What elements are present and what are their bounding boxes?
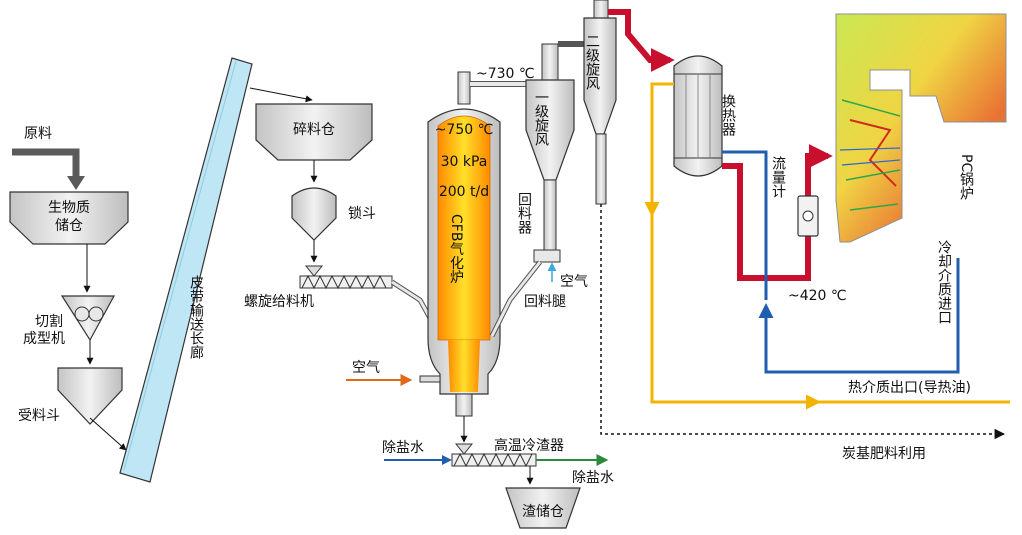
receiving-hopper	[57, 367, 123, 425]
cutting-former	[60, 295, 116, 342]
capacity-label: 200 t/d	[439, 184, 489, 200]
coolant-line	[758, 258, 960, 374]
screw-feeder-label: 螺旋给料机	[244, 294, 314, 310]
secondary-cyclone-label: 二级旋风	[584, 34, 600, 91]
slag-cooler-label: 高温冷渣器	[494, 437, 564, 454]
screw-feeder	[299, 265, 443, 338]
hot-oil-line	[650, 82, 821, 410]
flow-arrow	[249, 87, 313, 103]
biomass-storage-bin	[9, 191, 129, 245]
demin-water-out-label: 除盐水	[572, 470, 614, 486]
demin-water-in-label: 除盐水	[382, 440, 424, 456]
char-output-line	[600, 204, 1006, 440]
slag-bin-label: 渣储仓	[522, 504, 564, 520]
gas-line	[722, 163, 811, 281]
temp-420-label: ~420 ℃	[788, 288, 847, 304]
heat-outlet-label: 热介质出口(导热油)	[848, 380, 971, 396]
crushed-material-bin	[255, 103, 373, 161]
gas-line	[805, 144, 833, 196]
crushed-bin-label: 碎料仓	[293, 122, 335, 138]
raw-material-label: 原料	[24, 126, 52, 142]
pc-boiler-label: PC锅炉	[958, 154, 974, 201]
secondary-cyclone	[583, 0, 617, 205]
temp-750-label: ~750 ℃	[435, 122, 494, 138]
air-2-label: 空气	[560, 274, 588, 290]
flow-arrow	[89, 417, 127, 451]
slag-bin	[505, 487, 581, 529]
lock-hopper	[291, 187, 337, 241]
raw-material-arrow	[12, 148, 85, 190]
flow-meter	[797, 195, 819, 237]
return-leg-label: 回料腿	[524, 294, 566, 310]
primary-cyclone	[489, 43, 575, 338]
cfb-gasifier-label: CFB气化炉	[448, 214, 464, 284]
coolant-line	[722, 150, 768, 300]
receiving-hopper-label: 受料斗	[18, 408, 60, 424]
duct-inner	[470, 82, 532, 96]
cutting-former-label-2: 成型机	[23, 331, 65, 347]
biomass-storage-label-2: 储仓	[55, 218, 83, 234]
lock-hopper-label: 锁斗	[348, 206, 376, 222]
heat-exchanger-label: 换热器	[720, 93, 736, 136]
biomass-storage-label-1: 生物质	[48, 200, 90, 216]
heat-exchanger	[673, 55, 723, 177]
primary-cyclone-label: 一级旋风	[533, 90, 549, 147]
flow-meter-label: 流量计	[770, 156, 786, 198]
pressure-label: 30 kPa	[441, 154, 488, 170]
cutting-former-label-1: 切割	[35, 313, 63, 330]
gas-line	[608, 9, 675, 72]
pc-boiler	[835, 13, 1007, 243]
temp-730-label: ~730 ℃	[476, 66, 535, 82]
return-material-label: 回料器	[516, 192, 532, 234]
belt-conveyor-label: 皮带输送长廊	[188, 275, 204, 359]
belt-conveyor	[119, 57, 253, 483]
cfb-gasifier	[419, 71, 501, 417]
air-1-label: 空气	[352, 360, 380, 376]
char-fertilizer-label: 炭基肥料利用	[842, 445, 926, 462]
coolant-inlet-label: 冷却介质进口	[936, 240, 952, 324]
